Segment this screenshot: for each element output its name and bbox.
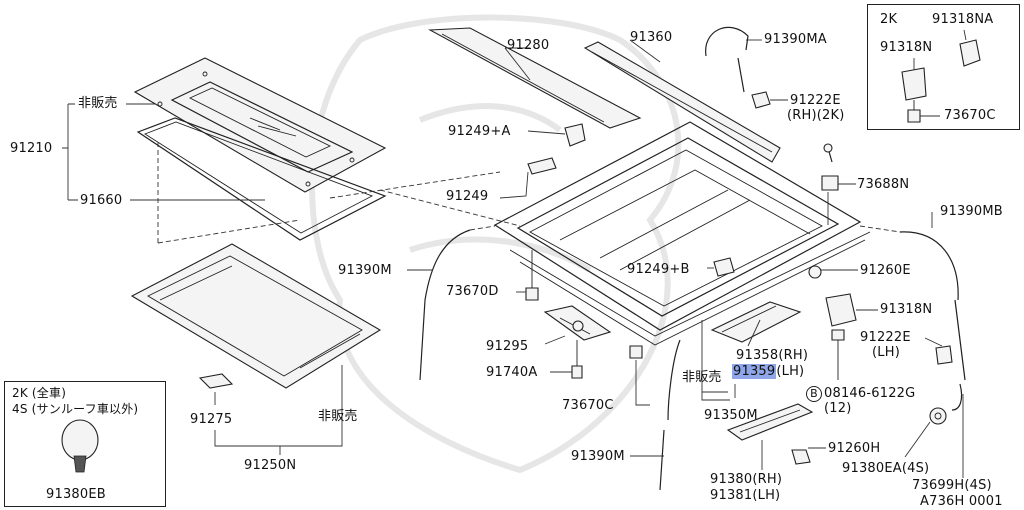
inset-bottom-line1: 2K (全車) [12,386,67,400]
label-91249A: 91249+A [448,124,511,139]
label-91390MB: 91390MB [940,204,1003,219]
inset-bottom-part-91380EB [61,419,99,473]
label-91249B: 91249+B [627,262,690,277]
label-lh-paren: (LH) [872,345,900,360]
bracket-91249A[interactable] [564,123,586,147]
label-91740A: 91740A [486,365,538,380]
bolt-08146[interactable] [831,329,845,380]
label-73670C-main: 73670C [562,398,614,413]
label-91295: 91295 [486,339,529,354]
label-nonsale-bottom: 非販売 [318,409,358,424]
label-91275: 91275 [190,412,233,427]
label-91360: 91360 [630,30,673,45]
inset-bottom-line2: 4S (サンルーフ車以外) [12,402,139,416]
inset-top-model: 2K [880,12,898,27]
label-nonsale-mid: 非販売 [682,370,722,385]
clip-91222E-lh[interactable] [935,345,953,365]
label-rh2k: (RH)(2K) [787,108,845,123]
label-91210: 91210 [10,141,53,156]
glass-panel-91210[interactable] [133,57,387,193]
label-91350M: 91350M [704,408,758,423]
drain-hose-91390MA[interactable] [705,26,749,93]
label-91250N: 91250N [244,458,297,473]
label-91380EA: 91380EA(4S) [842,461,930,476]
inset-top-73670C: 73670C [944,108,996,123]
label-91381: 91381(LH) [710,488,781,503]
label-73699H: 73699H(4S) [912,478,992,493]
label-91222E-rh: 91222E [790,93,841,108]
label-91358: 91358(RH) [736,348,809,363]
label-nonsale-top: 非販売 [78,96,118,111]
label-91359-suffix: (LH) [776,364,805,379]
label-91380: 91380(RH) [710,472,783,487]
label-bolt-code: 08146-6122G [824,386,916,401]
grommet-91260H[interactable] [791,449,811,465]
rail-91358-91359[interactable] [710,301,802,343]
frame-91350M[interactable] [493,121,871,346]
bracket-91318N-main[interactable] [825,293,857,327]
motor-91295[interactable] [543,305,612,341]
label-91359: 91359(LH) [732,364,804,379]
label-91260E: 91260E [860,263,911,278]
bracket-91249B[interactable] [713,257,735,277]
label-73670D: 73670D [446,284,499,299]
grommet-91380EA[interactable] [929,407,947,425]
label-bolt-qty: (12) [824,401,852,416]
inset-top-parts [901,29,981,123]
label-91260H: 91260H [828,441,881,456]
inset-top-frame [867,4,1020,130]
inset-top-91318N: 91318N [880,40,933,55]
bracket-91249[interactable] [527,157,557,175]
inset-top-91318NA: 91318NA [932,12,994,27]
clip-73688N[interactable] [821,143,839,191]
drain-hose-91390M-bottom[interactable] [659,339,681,491]
highlighted-part-91359[interactable]: 91359 [732,364,777,379]
label-91222E-lh: 91222E [860,330,911,345]
grommet-91260E[interactable] [808,265,822,279]
label-73688N: 73688N [857,177,910,192]
drain-hose-91390M-left[interactable] [419,229,471,381]
inset-bottom-part: 91380EB [46,487,106,502]
label-91390M-left: 91390M [338,263,392,278]
rail-91360[interactable] [583,41,781,163]
label-91249: 91249 [446,189,489,204]
deflector-91280[interactable] [428,27,642,129]
part-91275[interactable] [198,373,234,389]
screw-91740A[interactable] [571,365,583,379]
nut-73670D[interactable] [525,287,539,301]
inset-bottom-frame [4,381,166,507]
label-b-symbol: B [806,386,822,402]
label-91390M-bottom: 91390M [571,449,625,464]
label-91390MA: 91390MA [764,32,827,47]
label-diagram-code: A736H 0001 [920,494,1003,509]
watermark [309,14,682,474]
nut-73670C-main[interactable] [629,345,643,359]
label-91318N-main: 91318N [880,302,933,317]
label-91280: 91280 [507,38,550,53]
drain-hose-91390MB[interactable] [899,231,966,411]
bracket-91380[interactable] [726,403,814,441]
clip-91222E-rh[interactable] [751,91,771,109]
sunshade-91250N[interactable] [130,243,382,389]
label-91660: 91660 [80,193,123,208]
